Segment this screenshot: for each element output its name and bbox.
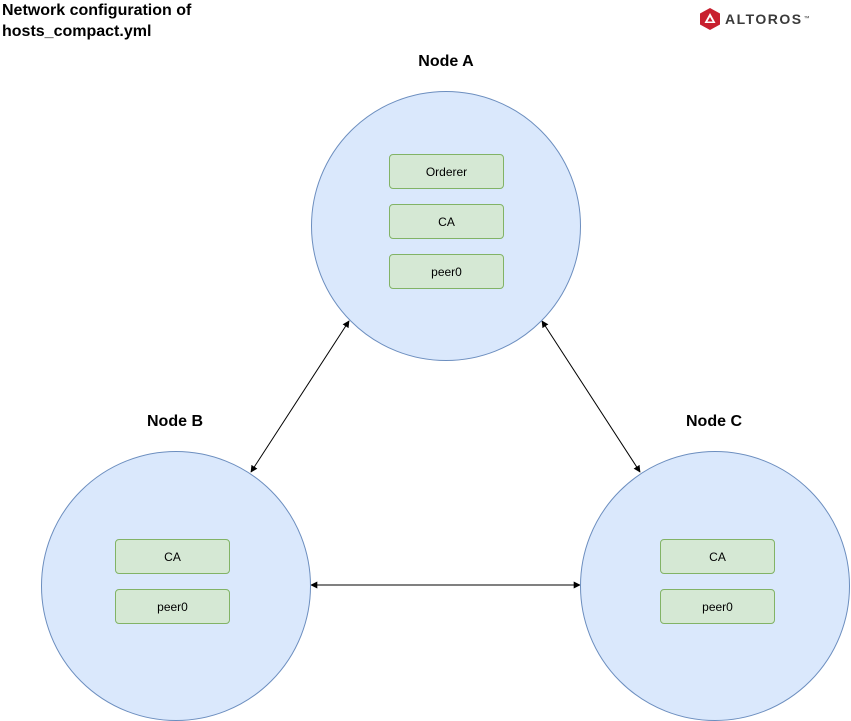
node-c-label: Node C bbox=[686, 413, 742, 430]
logo-trademark: ™ bbox=[803, 16, 810, 22]
edge-a-c bbox=[541, 320, 641, 473]
node-a-orderer: Orderer bbox=[389, 154, 504, 189]
node-c-circle bbox=[580, 451, 850, 721]
node-b-circle bbox=[41, 451, 311, 721]
node-b-peer0: peer0 bbox=[115, 589, 230, 624]
diagram-title: Network configuration of hosts_compact.y… bbox=[2, 2, 192, 40]
node-a-label: Node A bbox=[418, 53, 474, 70]
logo-text: ALTOROS bbox=[725, 11, 803, 27]
node-b-label: Node B bbox=[147, 413, 203, 430]
node-c-peer0: peer0 bbox=[660, 589, 775, 624]
node-a-ca: CA bbox=[389, 204, 504, 239]
node-b-ca: CA bbox=[115, 539, 230, 574]
edge-a-b bbox=[250, 320, 350, 473]
node-a-peer0: peer0 bbox=[389, 254, 504, 289]
altoros-logo-icon bbox=[700, 8, 720, 30]
node-c-ca: CA bbox=[660, 539, 775, 574]
altoros-logo: ALTOROS ™ bbox=[700, 8, 810, 30]
